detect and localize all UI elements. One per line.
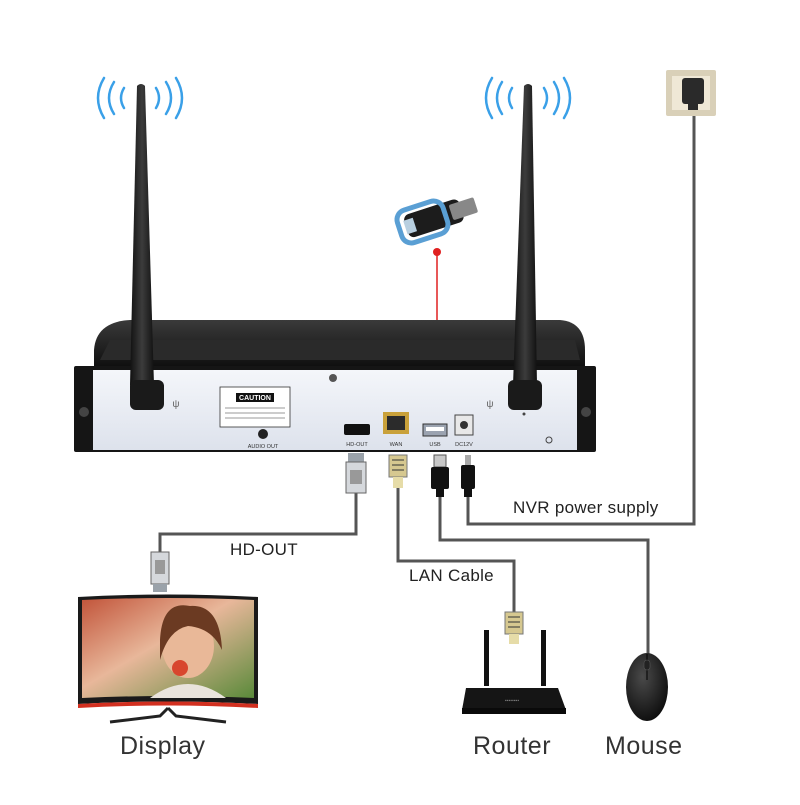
- display-label: Display: [120, 732, 206, 760]
- nvr-top: [94, 320, 585, 368]
- hdmi-cable: [158, 493, 358, 552]
- usb-port-label: USB: [429, 442, 441, 448]
- audio-out-label: AUDIO OUT: [248, 444, 279, 450]
- lan-cable-label: LAN Cable: [409, 566, 494, 585]
- usb-link-dot: [433, 248, 441, 256]
- antenna-left: [130, 84, 164, 410]
- display-monitor: [78, 594, 258, 724]
- wifi-signal-icon: [96, 76, 184, 120]
- usb-mouse-cable: [438, 497, 650, 655]
- power-outlet-icon: [666, 70, 716, 116]
- screw-icon: [329, 374, 337, 382]
- mouse-device: [626, 653, 668, 721]
- hd-out-port-label: HD-OUT: [346, 442, 368, 448]
- cables: [158, 108, 696, 655]
- usb-flash-drive-icon: [394, 197, 478, 246]
- mouse-label: Mouse: [605, 732, 683, 760]
- wifi-mark-icon: ψ: [486, 399, 493, 410]
- monitor-stand: [109, 706, 227, 724]
- lan-cable: [396, 488, 516, 612]
- ground-icon: [545, 436, 553, 444]
- audio-out-port: [258, 429, 268, 439]
- antenna-right: [508, 84, 542, 410]
- wifi-signal-icon: [484, 76, 572, 120]
- hdmi-plug-icon: [345, 453, 367, 494]
- router-label: Router: [473, 732, 552, 760]
- nvr-power-label: NVR power supply: [513, 498, 659, 517]
- screw-icon: [79, 407, 89, 417]
- router-device: ▪▪▪▪▪▪▪▪: [462, 630, 566, 714]
- wan-port-label: WAN: [390, 442, 403, 448]
- hdmi-plug-display-icon: [150, 551, 170, 592]
- hd-out-label: HD-OUT: [230, 540, 298, 559]
- wifi-mark-icon: ψ: [172, 399, 179, 410]
- caution-label: CAUTION: [239, 395, 271, 402]
- screw-icon: [581, 407, 591, 417]
- hd-out-port: [344, 424, 370, 435]
- power-cable: [466, 108, 696, 526]
- led-indicator: [522, 412, 526, 416]
- lan-plug-router-icon: [504, 611, 524, 644]
- svg-text:▪▪▪▪▪▪▪▪: ▪▪▪▪▪▪▪▪: [505, 698, 519, 704]
- dc-plug-icon: [461, 455, 475, 497]
- dc-port-label: DC12V: [455, 442, 473, 448]
- usb-plug-icon: [431, 454, 449, 497]
- nvr-front-panel: CAUTION AUDIO OUT HD-OUT WAN USB DC12V ψ…: [74, 366, 596, 452]
- lan-plug-icon: [388, 454, 408, 488]
